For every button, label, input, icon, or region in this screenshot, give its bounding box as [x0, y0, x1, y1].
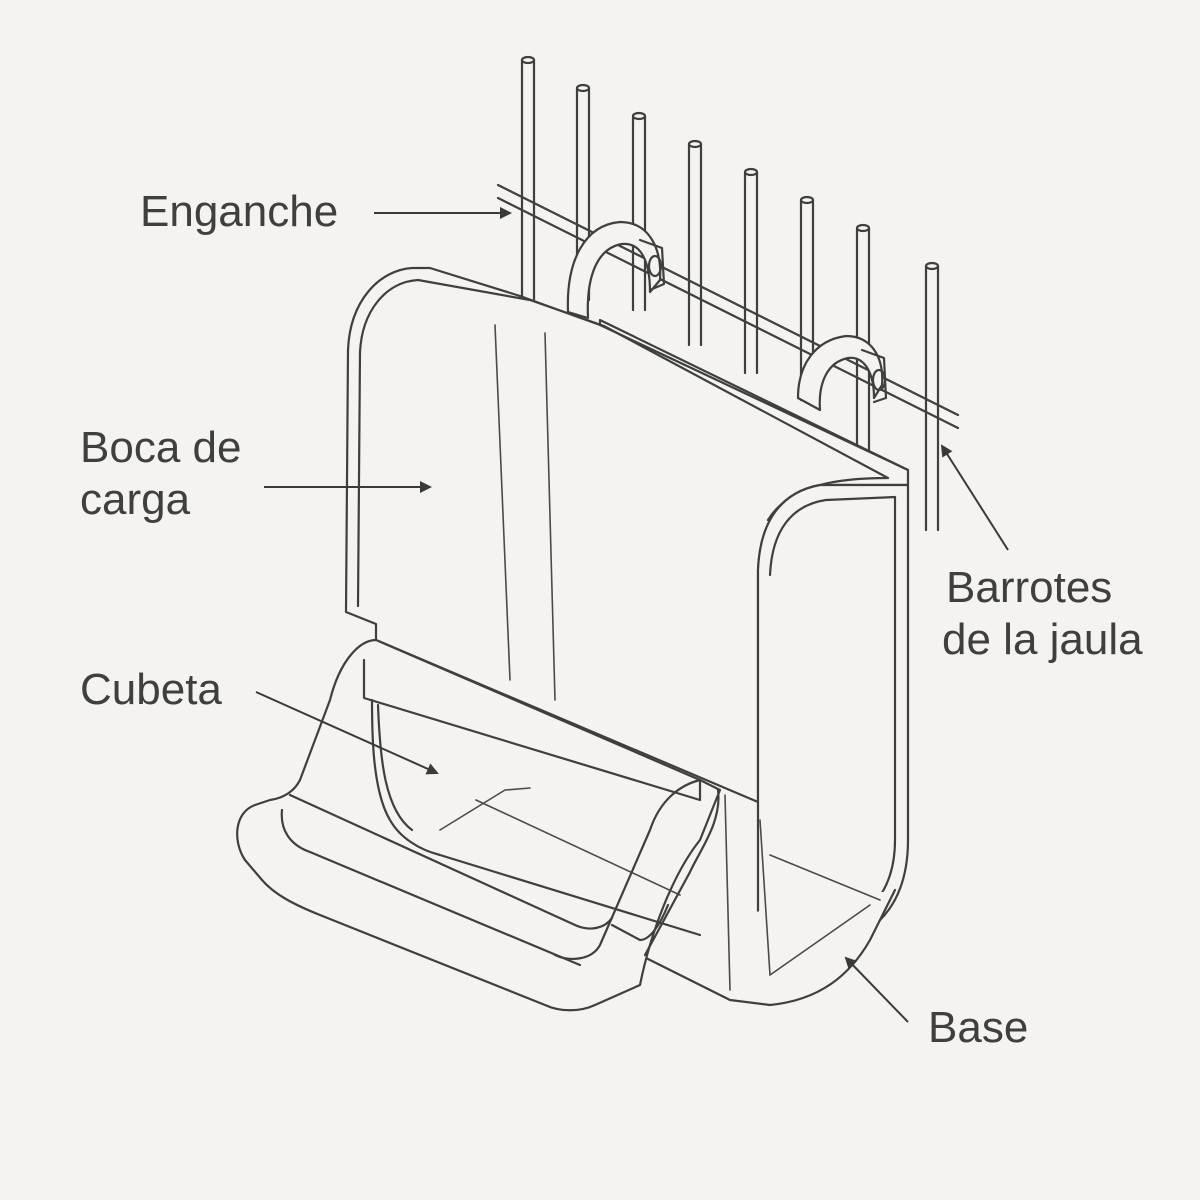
- label-bars-line2: de la jaula: [942, 615, 1143, 664]
- label-base: Base: [928, 1003, 1029, 1052]
- label-loading-mouth-line2: carga: [80, 475, 191, 524]
- hook-left: [566, 220, 666, 320]
- label-loading-mouth-line1: Boca de: [80, 423, 242, 472]
- bars-arrow: [940, 444, 1009, 551]
- cage-bar: [924, 261, 940, 532]
- cage-bar: [743, 167, 759, 375]
- cage-bar: [687, 139, 703, 347]
- hopper-body: [344, 266, 910, 987]
- tray-arrow: [255, 691, 439, 775]
- arrows: [255, 207, 1009, 1023]
- cage-bar: [520, 55, 536, 302]
- base-shape: [638, 794, 897, 1007]
- tray-shape: [236, 638, 722, 1012]
- hook-right: [796, 334, 888, 412]
- label-hook: Enganche: [140, 187, 339, 236]
- base-arrow: [844, 956, 909, 1023]
- label-tray: Cubeta: [80, 665, 222, 714]
- cage-bar: [631, 111, 647, 312]
- label-bars-line1: Barrotes: [946, 563, 1113, 612]
